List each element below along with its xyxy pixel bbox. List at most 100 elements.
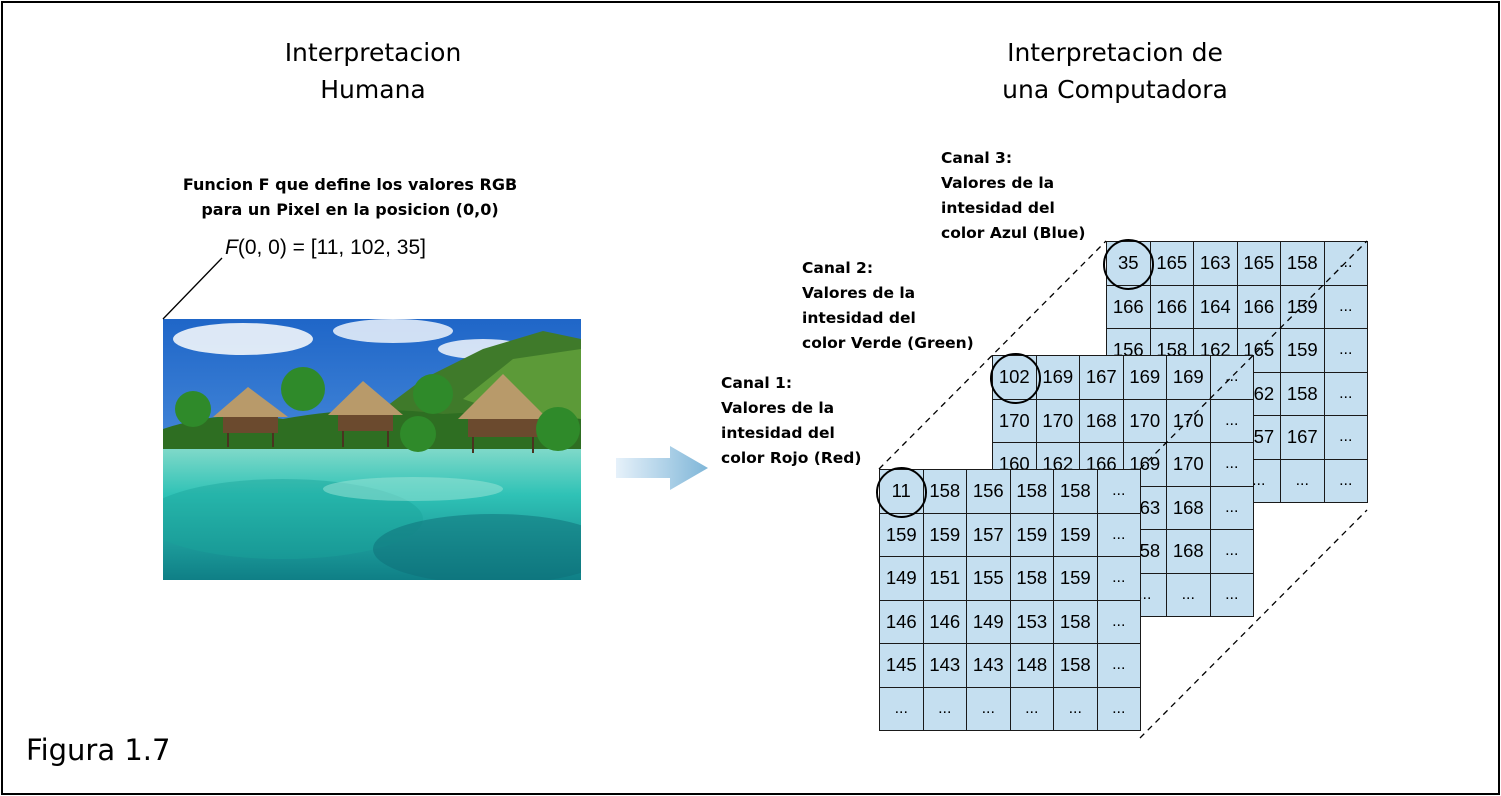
pixel-value-cell: 166 — [1236, 284, 1281, 329]
pixel-value-cell: 158 — [1009, 556, 1054, 601]
label-line: Valores de la — [721, 399, 835, 417]
label-line: intesidad del — [941, 199, 1055, 217]
pixel-value-cell: 159 — [1053, 556, 1098, 601]
formula-body: (0, 0) = [11, 102, 35] — [237, 236, 426, 259]
pixel-value-cell: 166 — [1149, 284, 1194, 329]
label-line: Canal 2: — [802, 259, 874, 277]
pixel-value-cell: ... — [879, 686, 924, 731]
pixel-value-cell: 149 — [966, 599, 1011, 644]
depth-dashed-lines — [878, 240, 1368, 739]
pixel-value-cell: 165 — [1236, 241, 1281, 286]
pixel-value-cell: ... — [1096, 643, 1141, 688]
channel-2-label: Canal 2: Valores de la intesidad del col… — [802, 256, 974, 356]
label-line: color Verde (Green) — [802, 334, 974, 352]
pixel-value-cell: 170 — [1166, 442, 1211, 487]
pixel-value-cell: ... — [1096, 512, 1141, 557]
label-line: Canal 1: — [721, 374, 793, 392]
label-line: intesidad del — [721, 424, 835, 442]
label-line: color Rojo (Red) — [721, 449, 862, 467]
pixel-value-cell: 159 — [1053, 512, 1098, 557]
label-line: Valores de la — [802, 284, 916, 302]
pixel-value-cell: 145 — [879, 643, 924, 688]
pixel-value-cell: ... — [1209, 572, 1254, 617]
title-line: Interpretacion — [284, 38, 462, 67]
title-line: Interpretacion de — [1007, 38, 1223, 67]
title-line: una Computadora — [1002, 75, 1228, 104]
pixel-value-cell: 168 — [1166, 529, 1211, 574]
pixel-value-cell: 158 — [1053, 643, 1098, 688]
pixel-value-cell: ... — [1096, 599, 1141, 644]
right-arrow-icon — [616, 446, 708, 490]
label-line: Canal 3: — [941, 149, 1013, 167]
pixel-value-cell: ... — [966, 686, 1011, 731]
pixel-value-cell: 149 — [879, 556, 924, 601]
tropical-photo-art — [163, 319, 581, 580]
pixel-value-cell: 158 — [1280, 241, 1325, 286]
pixel-value-cell: ... — [1209, 442, 1254, 487]
pixel-value-cell: 170 — [1122, 398, 1167, 443]
green-origin-highlight-circle — [990, 353, 1041, 404]
tropical-photo — [163, 319, 581, 580]
pixel-value-cell: 167 — [1280, 415, 1325, 460]
pixel-value-cell: ... — [1323, 458, 1368, 503]
pixel-value-cell: 158 — [1053, 469, 1098, 514]
pixel-value-cell: 167 — [1079, 355, 1124, 400]
pixel-value-cell: 153 — [1009, 599, 1054, 644]
blue-origin-highlight-circle — [1103, 239, 1154, 290]
pixel-value-cell: 159 — [922, 512, 967, 557]
computer-interpretation-title: Interpretacion de una Computadora — [955, 34, 1275, 108]
pixel-value-cell: 159 — [1009, 512, 1054, 557]
caption-line: Funcion F que define los valores RGB — [182, 175, 518, 194]
human-interpretation-title: Interpretacion Humana — [213, 34, 533, 108]
label-line: color Azul (Blue) — [941, 224, 1086, 242]
pixel-value-cell: 143 — [922, 643, 967, 688]
figure-label: Figura 1.7 — [26, 733, 171, 767]
channel-1-label: Canal 1: Valores de la intesidad del col… — [721, 371, 862, 471]
label-line: intesidad del — [802, 309, 916, 327]
pixel-value-cell: 146 — [879, 599, 924, 644]
pixel-value-cell: ... — [1096, 469, 1141, 514]
pixel-value-cell: ... — [1209, 529, 1254, 574]
pixel-value-cell: ... — [1096, 686, 1141, 731]
pixel-value-cell: 143 — [966, 643, 1011, 688]
title-line: Humana — [320, 75, 426, 104]
pixel-value-cell: ... — [1053, 686, 1098, 731]
function-caption: Funcion F que define los valores RGB par… — [160, 172, 540, 222]
caption-line: para un Pixel en la posicion (0,0) — [201, 200, 499, 219]
pixel-value-cell: 156 — [966, 469, 1011, 514]
pixel-value-cell: 155 — [966, 556, 1011, 601]
pixel-value-cell: 158 — [1009, 469, 1054, 514]
formula-pointer-line — [162, 257, 223, 320]
label-line: Valores de la — [941, 174, 1055, 192]
pixel-value-cell: 146 — [922, 599, 967, 644]
rgb-formula: F(0, 0) = [11, 102, 35] — [225, 236, 426, 260]
pixel-value-cell: ... — [1096, 556, 1141, 601]
pixel-value-cell: ... — [1323, 371, 1368, 416]
pixel-value-cell: 159 — [879, 512, 924, 557]
formula-function: F — [225, 236, 238, 259]
pixel-value-cell: ... — [1209, 485, 1254, 530]
channel-3-label: Canal 3: Valores de la intesidad del col… — [941, 146, 1085, 246]
matrix-row: .................. — [879, 686, 1141, 731]
pixel-value-cell: ... — [1323, 328, 1368, 373]
pixel-value-cell: 169 — [1166, 355, 1211, 400]
pixel-value-cell: ... — [1166, 572, 1211, 617]
pixel-value-cell: ... — [1323, 284, 1368, 329]
pixel-value-cell: 159 — [1280, 284, 1325, 329]
red-origin-highlight-circle — [876, 467, 927, 518]
pixel-value-cell: 168 — [1079, 398, 1124, 443]
pixel-value-cell: ... — [1323, 415, 1368, 460]
pixel-value-cell: 157 — [966, 512, 1011, 557]
pixel-value-cell: 169 — [1122, 355, 1167, 400]
pixel-value-cell: ... — [1209, 355, 1254, 400]
pixel-value-cell: ... — [1009, 686, 1054, 731]
pixel-value-cell: ... — [922, 686, 967, 731]
